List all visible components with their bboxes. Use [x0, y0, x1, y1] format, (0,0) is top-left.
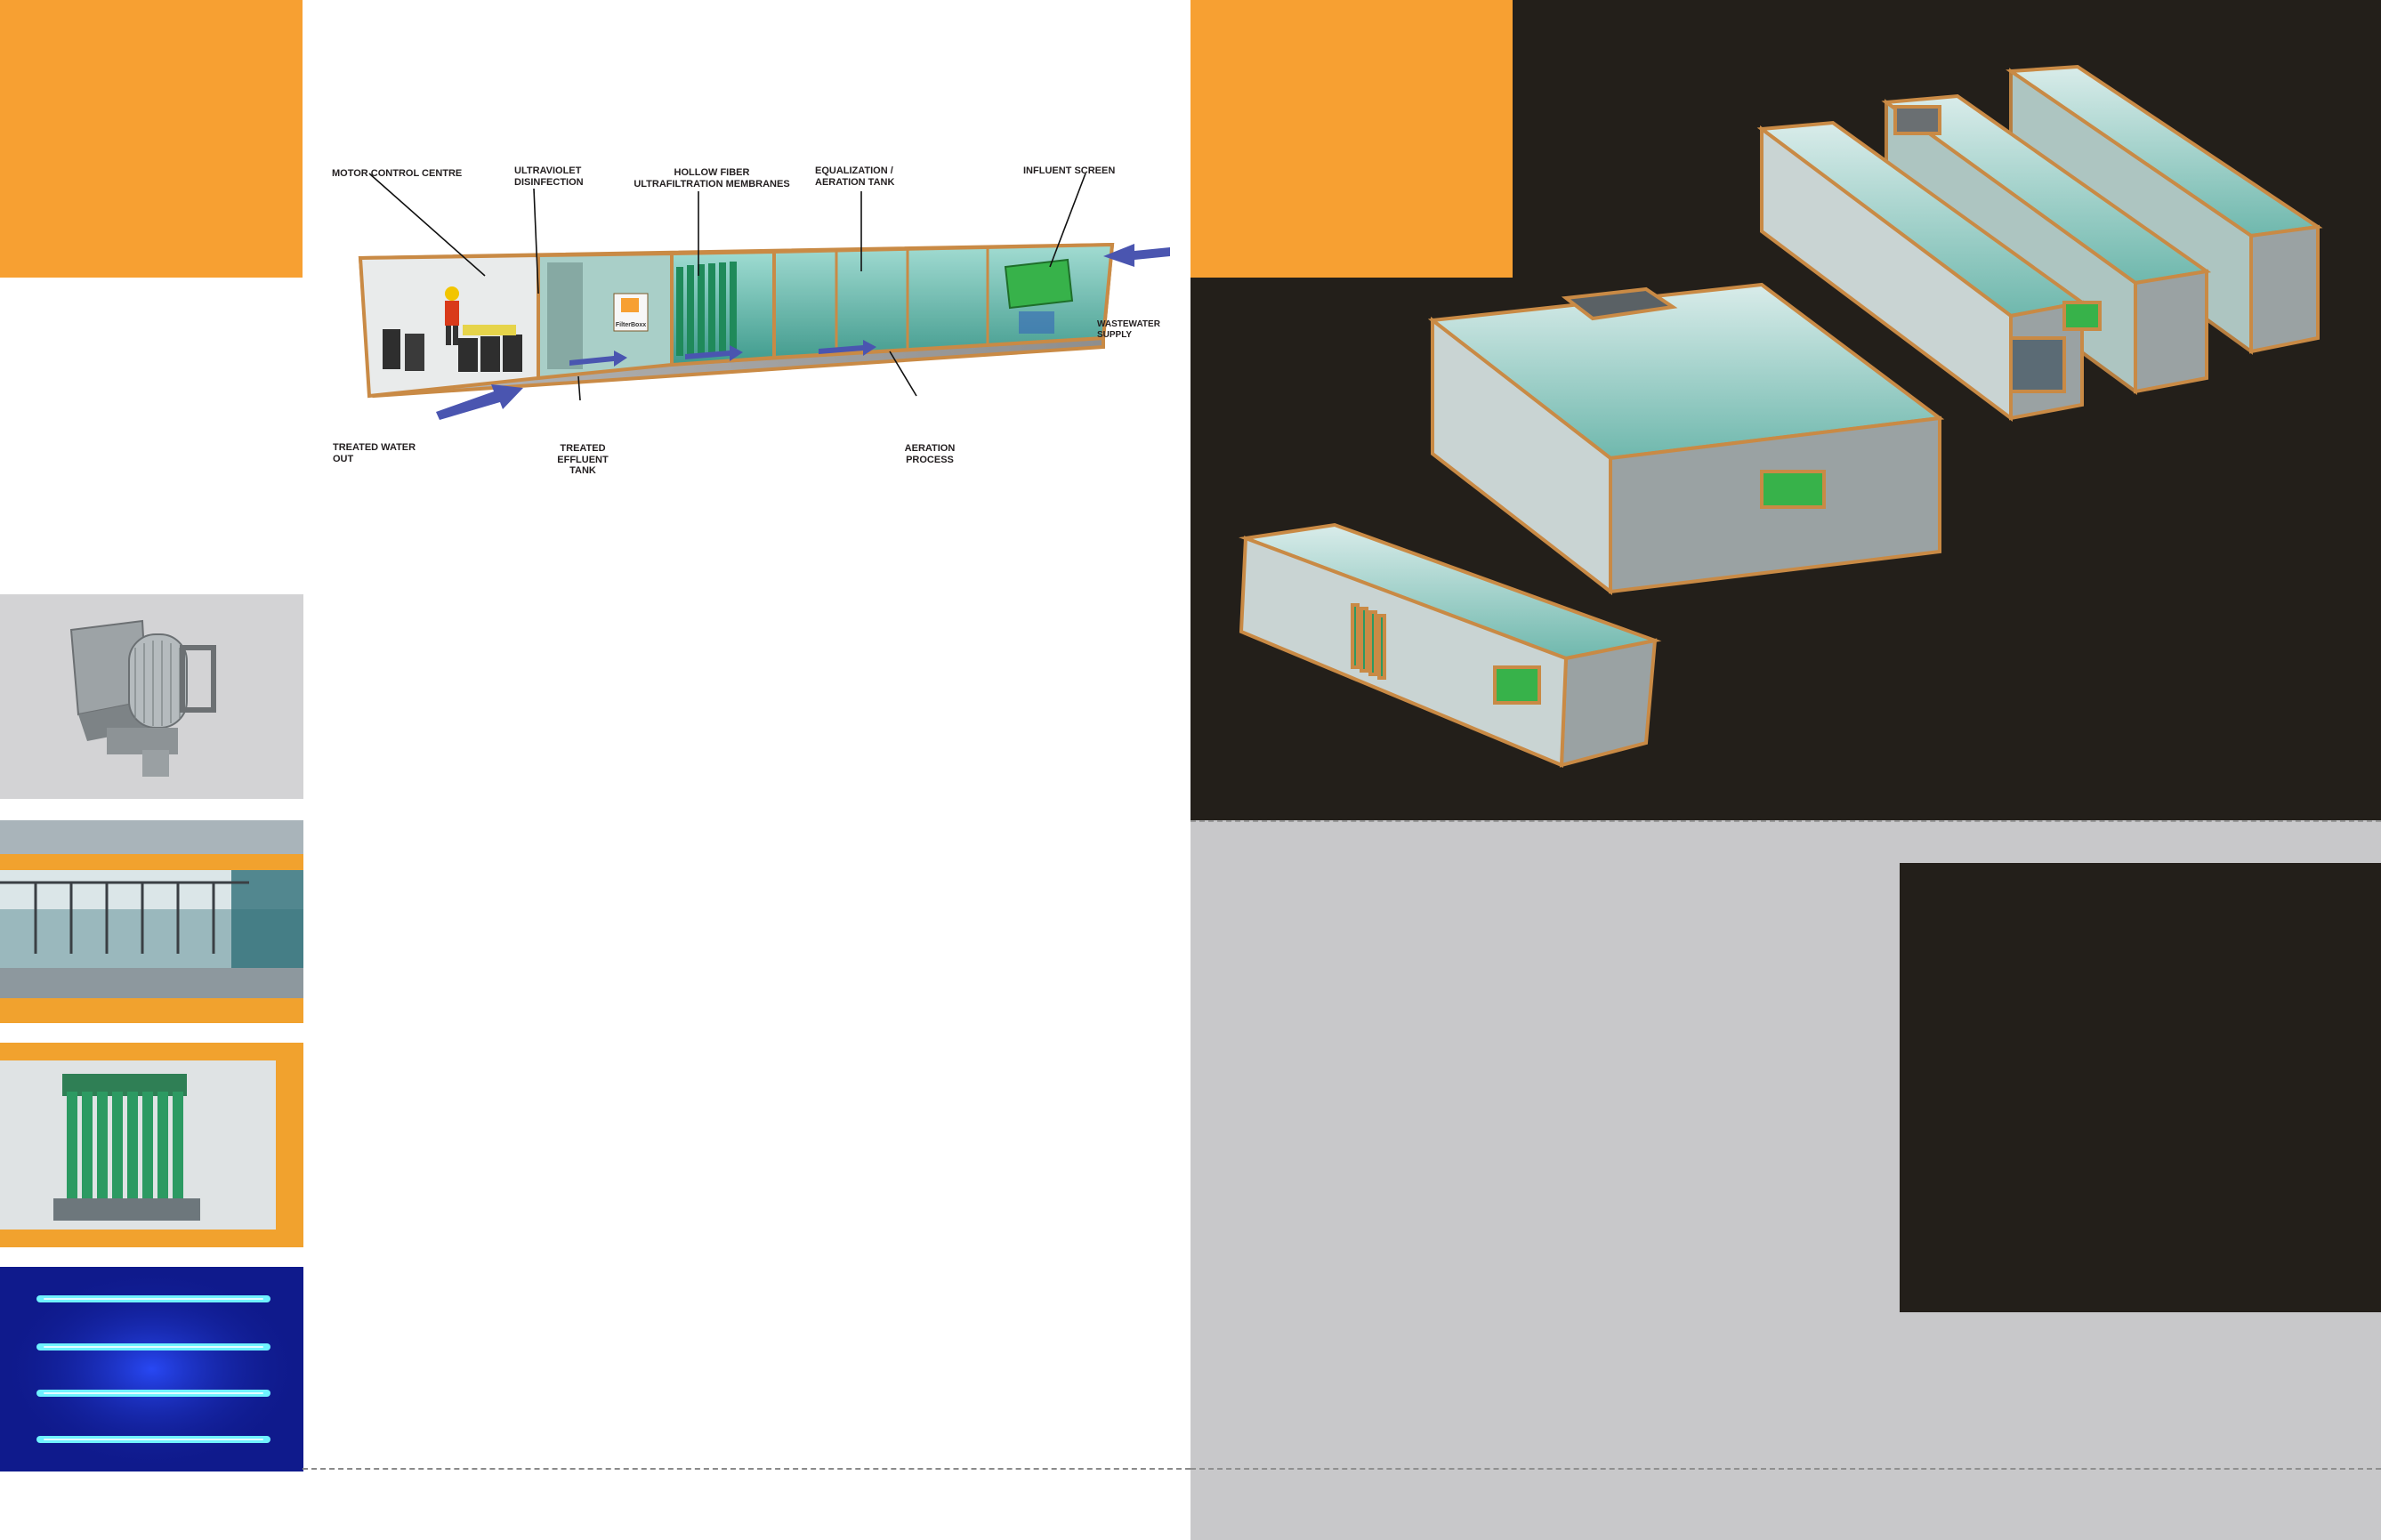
filterboxx-logo: FilterBoxx: [616, 322, 646, 328]
label-hollow-fiber-membranes: HOLLOW FIBER ULTRAFILTRATION MEMBRANES: [634, 167, 790, 189]
label-influent-screen: INFLUENT SCREEN: [1023, 165, 1116, 176]
left-orange-block: [0, 0, 303, 278]
label-treated-water-out: TREATED WATER OUT: [333, 442, 416, 464]
membrane-module-icon: [0, 1043, 303, 1247]
right-orange-block: [1190, 0, 1513, 278]
container-configurations-illustration: [1228, 53, 2349, 818]
label-treated-effluent-tank: TREATED EFFLUENT TANK: [557, 443, 609, 477]
left-dashed-divider: [303, 1468, 1190, 1470]
rotary-drum-screen-icon: [69, 619, 216, 777]
thumbnail-membranes: [0, 1043, 303, 1247]
label-aeration-process: AERATION PROCESS: [904, 443, 956, 465]
label-equalization-aeration-tank: EQUALIZATION / AERATION TANK: [815, 165, 895, 188]
aeration-tank-icon: [0, 820, 303, 1023]
label-wastewater-supply: WASTEWATER SUPPLY: [1097, 319, 1160, 340]
modular-containers-icon: [1239, 64, 2323, 768]
right-bottom-dashed-divider: [1190, 1468, 2381, 1470]
thumbnail-aeration-tank: [0, 820, 303, 1023]
process-diagram: FilterBoxx: [320, 151, 1192, 480]
label-motor-control-centre: MOTOR CONTROL CENTRE: [332, 168, 463, 179]
right-top-dashed-divider: [1190, 820, 2381, 822]
container-cutaway-illustration: FilterBoxx: [358, 173, 1170, 420]
thumbnail-uv-lamps: [0, 1267, 303, 1471]
thumbnail-influent-screen: [0, 594, 303, 799]
label-ultraviolet-disinfection: ULTRAVIOLET DISINFECTION: [514, 165, 584, 188]
right-dark-callout-box: [1900, 863, 2381, 1312]
uv-lamp-icon: [0, 1267, 303, 1471]
